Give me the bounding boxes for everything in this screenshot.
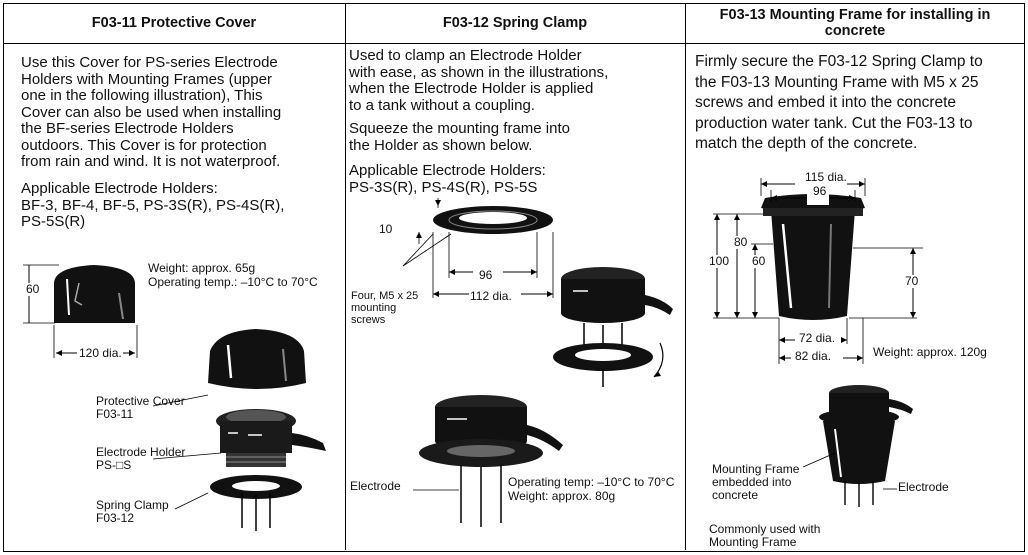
- dim-72-label: 72 dia.: [799, 331, 836, 345]
- text-line: Commonly used with: [709, 522, 821, 536]
- frame-embedded-illustration: [802, 385, 913, 507]
- text-line: to a tank without a coupling.: [349, 96, 535, 114]
- text-line: from rain and wind. It is not waterproof…: [21, 153, 281, 170]
- text-line: Cover can also be used when installing: [21, 103, 282, 121]
- label-spring-clamp: Spring Clamp F03-12: [96, 499, 169, 525]
- cover-dimension-drawing: [23, 264, 138, 360]
- clamp-installed-illustration: [413, 395, 563, 527]
- text-line: screws: [351, 314, 386, 326]
- spec-weight: Weight: approx. 120g: [873, 345, 987, 359]
- text-line: F03-12: [96, 511, 135, 525]
- dim-100-label: 100: [709, 254, 730, 268]
- header-f03-11: F03-11 Protective Cover: [3, 3, 345, 44]
- cover-applicable-holders: Applicable Electrode Holders: BF-3, BF-4…: [21, 180, 341, 231]
- text-line: Firmly secure the F03-12 Spring Clamp to: [695, 53, 983, 70]
- text-line: BF-3, BF-4, BF-5, PS-3S(R), PS-4S(R),: [21, 196, 285, 214]
- text-line: PS-3S(R), PS-4S(R), PS-5S: [349, 178, 538, 196]
- text-line: Protective Cover: [96, 394, 185, 408]
- spec-sheet: F03-11 Protective Cover F03-12 Spring Cl…: [3, 3, 1025, 552]
- label-protective-cover: Protective Cover F03-11: [96, 395, 185, 421]
- text-line: Electrode Holder: [96, 445, 186, 459]
- header-title: F03-11 Protective Cover: [91, 15, 257, 31]
- dim-diameter-label: 120 dia.: [79, 346, 122, 360]
- text-line: the Holder as shown below.: [349, 136, 533, 154]
- header-title: F03-12 Spring Clamp: [442, 15, 588, 31]
- text-line: Applicable Electrode Holders:: [21, 180, 218, 197]
- text-line: Mounting Frame: [712, 462, 800, 476]
- dim-10-label: 10: [379, 222, 393, 236]
- column-divider: [345, 3, 346, 550]
- dim-96-label: 96: [813, 184, 827, 198]
- table-frame: [3, 3, 1025, 552]
- text-line: mounting: [351, 302, 397, 314]
- text-line: PS-5S(R): [21, 213, 86, 230]
- header-title-line: concrete: [824, 23, 886, 39]
- clamp-description: Used to clamp an Electrode Holder with e…: [349, 47, 679, 114]
- frame-dimension-drawing: [713, 177, 923, 365]
- text-line: when the Electrode Holder is applied: [349, 80, 594, 97]
- text-line: PS-□S: [96, 458, 132, 472]
- label-mounting-screws: Four, M5 x 25 mounting screws: [351, 290, 418, 326]
- dim-80-label: 80: [734, 235, 748, 249]
- clamp-squeeze-illustration: [553, 267, 673, 387]
- text-line: screws and embed it into the concrete: [695, 94, 957, 111]
- cover-description: Use this Cover for PS-series Electrode H…: [21, 54, 341, 171]
- label-electrode: Electrode: [350, 479, 401, 493]
- dim-height-label: 60: [26, 282, 40, 296]
- text-line: Mounting Frame: [709, 535, 797, 549]
- label-electrode-holder: Electrode Holder PS-□S: [96, 446, 185, 472]
- leader-lines: [152, 394, 222, 510]
- spec-temp: Operating temp: –10°C to 70°C: [508, 475, 675, 489]
- header-f03-13: F03-13 Mounting Frame for installing in …: [685, 3, 1025, 44]
- clamp-dimension-drawing: [402, 198, 554, 300]
- header-f03-12: F03-12 Spring Clamp: [345, 3, 685, 44]
- text-line: Squeeze the mounting frame into: [349, 120, 570, 137]
- text-line: embedded into: [712, 475, 792, 489]
- text-line: Used to clamp an Electrode Holder: [349, 47, 582, 64]
- text-line: F03-11: [96, 407, 134, 421]
- cover-assembly-illustration: [208, 329, 326, 531]
- spec-temp: Operating temp.: –10°C to 70°C: [148, 275, 318, 289]
- text-line: with ease, as shown in the illustrations…: [349, 63, 609, 81]
- clamp-instruction: Squeeze the mounting frame into the Hold…: [349, 120, 679, 154]
- text-line: Spring Clamp: [96, 498, 169, 512]
- label-electrode: Electrode: [898, 480, 949, 494]
- dim-70-label: 70: [905, 274, 919, 288]
- spec-weight: Weight: approx. 80g: [508, 489, 616, 503]
- dim-82-label: 82 dia.: [795, 349, 832, 363]
- text-line: Use this Cover for PS-series Electrode: [21, 54, 278, 71]
- text-line: concrete: [712, 488, 759, 502]
- dim-96-label: 96: [479, 268, 493, 282]
- clamp-applicable-holders: Applicable Electrode Holders: PS-3S(R), …: [349, 162, 679, 196]
- text-line: outdoors. This Cover is for protection: [21, 136, 267, 154]
- text-line: one in the following illustration), This: [21, 87, 263, 104]
- dim-112-label: 112 dia.: [470, 289, 512, 303]
- text-line: Four, M5 x 25: [351, 290, 419, 302]
- dim-115-label: 115 dia.: [805, 170, 847, 184]
- text-line: the BF-series Electrode Holders: [21, 120, 234, 137]
- label-commonly-used: Commonly used with Mounting Frame: [709, 523, 820, 549]
- frame-description: Firmly secure the F03-12 Spring Clamp to…: [695, 52, 1020, 155]
- spec-weight: Weight: approx. 65g: [148, 261, 256, 275]
- label-mounting-frame-embedded: Mounting Frame embedded into concrete: [712, 463, 799, 502]
- column-divider: [685, 3, 686, 550]
- text-line: production water tank. Cut the F03-13 to: [695, 114, 973, 132]
- text-line: the F03-13 Mounting Frame with M5 x 25: [695, 73, 979, 91]
- text-line: Holders with Mounting Frames (upper: [21, 70, 272, 88]
- text-line: match the depth of the concrete.: [695, 135, 918, 152]
- text-line: Applicable Electrode Holders:: [349, 162, 546, 179]
- dim-60-label: 60: [752, 254, 766, 268]
- header-title-line: F03-13 Mounting Frame for installing in: [719, 7, 991, 23]
